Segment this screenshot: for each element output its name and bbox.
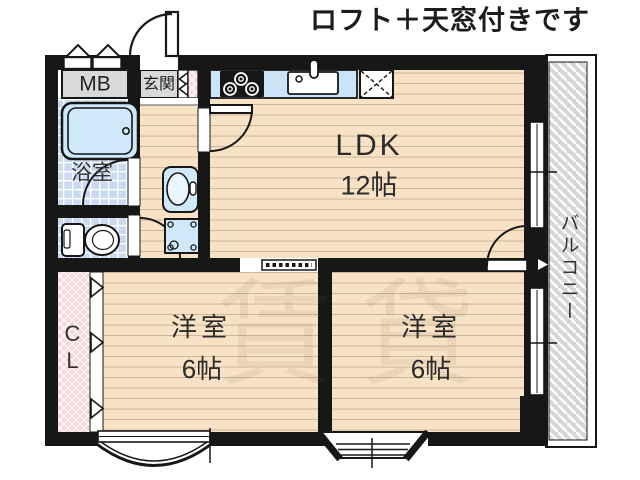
room-size-ldk: 12帖	[340, 170, 398, 201]
room-size-bedroom-right: 6帖	[410, 354, 452, 384]
ldk-floor	[210, 70, 524, 258]
washbasin-icon	[162, 166, 199, 213]
closet-folding-door	[89, 271, 105, 433]
room-label-closet: CL	[60, 321, 85, 375]
room-label-bathroom: 浴室	[71, 161, 113, 185]
meter-box	[61, 69, 129, 99]
room-label-meter-box: MB	[79, 72, 111, 96]
wall-vent-marker	[538, 259, 548, 270]
room-label-ldk: LDK	[335, 129, 403, 162]
ldk-door-swing	[486, 225, 548, 272]
hallway-door-swing	[197, 104, 253, 153]
room-label-balcony: バルコニー	[557, 213, 579, 323]
balcony-area	[545, 54, 597, 448]
bay-window	[315, 429, 431, 468]
room-label-entrance: 玄関	[142, 76, 176, 93]
bow-window	[93, 428, 215, 467]
ldk-balcony-window	[524, 121, 557, 229]
toilet-icon	[61, 223, 120, 257]
bedroom-left-floor	[103, 272, 318, 432]
watermark: 賃貸	[216, 271, 504, 399]
front-door-swing	[128, 10, 180, 70]
kitchen-sink-icon	[287, 59, 339, 95]
balcony-hatch	[548, 61, 588, 441]
washing-machine-icon	[164, 218, 200, 254]
page-title: ロフト＋天窓付きです	[310, 5, 590, 36]
sliding-door	[240, 258, 318, 272]
bathroom-door-swing	[82, 157, 141, 207]
louver-vent-icon	[63, 43, 123, 70]
bedroom-right-floor	[332, 272, 524, 432]
bedroom-right-balcony-window	[524, 287, 557, 396]
room-label-bedroom-right: 洋室	[400, 312, 462, 342]
refrigerator-space-icon	[359, 69, 394, 99]
room-size-bedroom-left: 6帖	[181, 354, 223, 384]
stove-icon	[220, 71, 264, 97]
bathtub-icon	[60, 101, 140, 161]
entrance-step	[140, 98, 198, 105]
shoe-closet-folding-door	[177, 69, 189, 99]
closet-area	[58, 272, 90, 432]
room-label-bedroom-left: 洋室	[170, 312, 232, 342]
entrance-closet	[187, 69, 199, 99]
